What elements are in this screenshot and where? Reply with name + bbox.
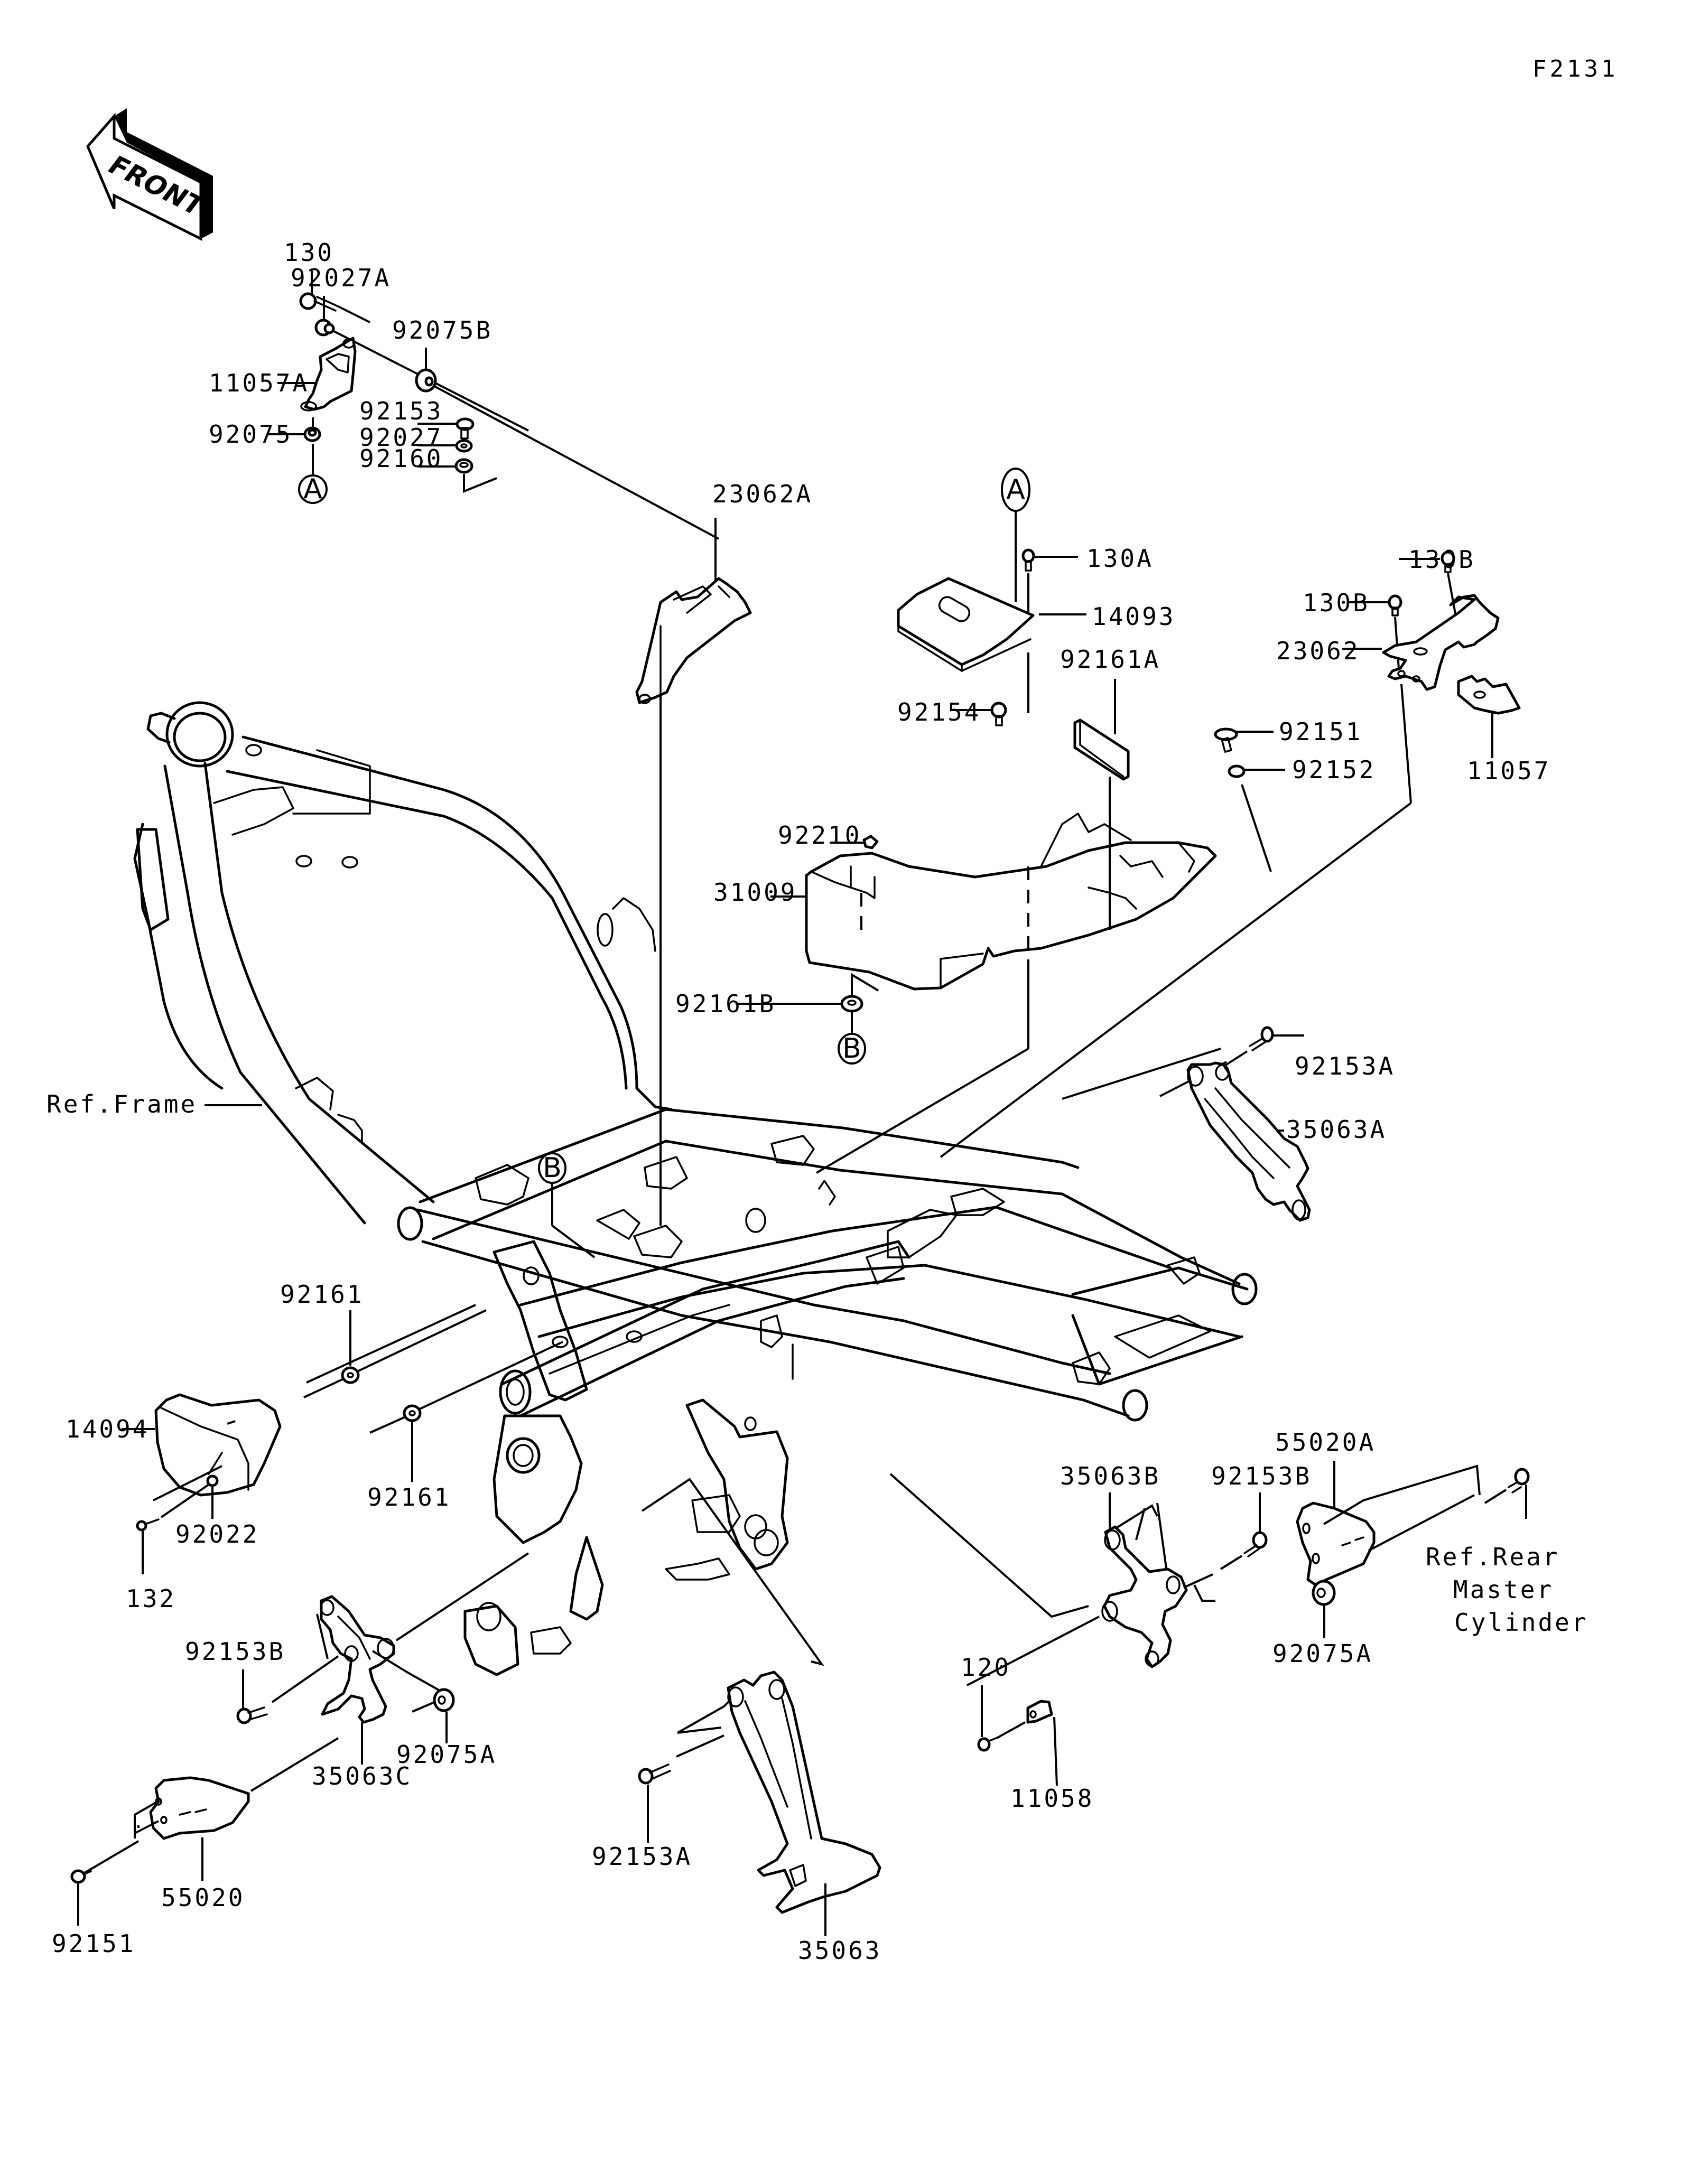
svg-text:B: B bbox=[543, 1152, 562, 1184]
bolt-130B-top-icon bbox=[1441, 550, 1455, 573]
callout-B-right: B bbox=[838, 1033, 866, 1065]
label-92027[interactable]: 92027 bbox=[359, 423, 443, 452]
bolt-92153A-top-icon bbox=[1249, 1026, 1274, 1051]
label-92153[interactable]: 92153 bbox=[359, 397, 443, 425]
cover-14094-icon bbox=[154, 1393, 282, 1497]
washer-92022-icon bbox=[206, 1474, 219, 1487]
bolt-92154-icon bbox=[990, 702, 1007, 726]
svg-text:B: B bbox=[842, 1033, 861, 1065]
bracket-23062-icon bbox=[1382, 594, 1500, 691]
figure-code: F2131 bbox=[1532, 55, 1618, 82]
footrest-bracket-35063C-icon bbox=[320, 1595, 395, 1724]
label-130A[interactable]: 130A bbox=[1086, 544, 1154, 573]
label-11058[interactable]: 11058 bbox=[1010, 1784, 1094, 1813]
bracket-11058-icon bbox=[1026, 1700, 1053, 1724]
plate-11057-icon bbox=[1457, 675, 1521, 715]
label-55020A[interactable]: 55020A bbox=[1275, 1428, 1376, 1457]
bolt-130B-mid-icon bbox=[1388, 594, 1402, 617]
label-92161A[interactable]: 92161A bbox=[1060, 645, 1160, 674]
nut-92152-icon bbox=[1228, 764, 1246, 778]
bolt-rear-master-cylinder-icon bbox=[1508, 1468, 1530, 1494]
grommet-92161-lower-icon bbox=[403, 1404, 422, 1422]
label-35063C[interactable]: 35063C bbox=[312, 1762, 412, 1790]
grommet-92075A-right-icon bbox=[1312, 1580, 1336, 1606]
bracket-23062A-icon bbox=[635, 577, 752, 704]
bolt-92153A-bottom-icon bbox=[638, 1763, 671, 1785]
nut-92210-icon bbox=[862, 835, 879, 850]
bolt-92153B-right-icon bbox=[1243, 1531, 1268, 1557]
bolt-92153B-left-icon bbox=[236, 1706, 268, 1724]
svg-text:Cylinder: Cylinder bbox=[1454, 1608, 1588, 1637]
grommet-92075A-left-icon bbox=[433, 1688, 455, 1712]
grommet-92075-icon bbox=[303, 426, 321, 442]
callout-B-left: B bbox=[538, 1152, 566, 1184]
label-92154[interactable]: 92154 bbox=[897, 698, 981, 726]
collar-92027A-icon bbox=[314, 319, 335, 337]
bolt-120-icon bbox=[977, 1737, 997, 1752]
grommet-92161B-icon bbox=[840, 995, 863, 1013]
bolt-130-icon bbox=[299, 292, 339, 312]
frame-ref-illustration bbox=[133, 701, 1258, 1676]
label-ref-frame[interactable]: Ref.Frame bbox=[47, 1090, 197, 1118]
label-92027A[interactable]: 92027A bbox=[291, 264, 391, 292]
passenger-bracket-35063-icon bbox=[727, 1670, 881, 1914]
pad-92161A-icon bbox=[1073, 718, 1130, 781]
label-92153B-left[interactable]: 92153B bbox=[185, 1637, 285, 1666]
footrest-bracket-35063B-icon bbox=[1101, 1525, 1188, 1668]
screw-92151-bottom-icon bbox=[70, 1869, 92, 1884]
heel-guard-55020A-icon bbox=[1296, 1501, 1376, 1586]
grommet-92075B-icon bbox=[415, 368, 437, 393]
label-92161-lower[interactable]: 92161 bbox=[367, 1483, 451, 1511]
label-92153A-top[interactable]: 92153A bbox=[1295, 1052, 1395, 1080]
label-120[interactable]: 120 bbox=[961, 1653, 1011, 1682]
label-92151-bottom[interactable]: 92151 bbox=[52, 1929, 135, 1958]
label-23062[interactable]: 23062 bbox=[1276, 637, 1360, 665]
front-direction-arrow-icon: FRONT bbox=[86, 108, 213, 241]
callout-A-left: A bbox=[298, 473, 328, 505]
svg-text:A: A bbox=[1006, 474, 1025, 506]
screw-92151-top-icon bbox=[1214, 727, 1238, 753]
label-55020[interactable]: 55020 bbox=[161, 1883, 245, 1912]
label-92151-top[interactable]: 92151 bbox=[1279, 717, 1362, 746]
grommet-92161-upper-icon bbox=[341, 1366, 360, 1384]
label-ref-rear-master-cylinder[interactable]: Ref.Rear Master Cylinder bbox=[1426, 1543, 1588, 1637]
label-35063[interactable]: 35063 bbox=[798, 1936, 881, 1965]
label-14093[interactable]: 14093 bbox=[1092, 602, 1175, 631]
label-92075A-right[interactable]: 92075A bbox=[1272, 1639, 1373, 1668]
label-31009[interactable]: 31009 bbox=[713, 878, 797, 907]
screw-92153-icon bbox=[456, 417, 475, 440]
label-23062A[interactable]: 23062A bbox=[712, 480, 813, 508]
heel-guard-55020-icon bbox=[149, 1776, 250, 1840]
bracket-11057A-icon bbox=[300, 337, 357, 412]
label-132[interactable]: 132 bbox=[126, 1584, 176, 1613]
label-35063B[interactable]: 35063B bbox=[1060, 1462, 1160, 1490]
label-92075A-left[interactable]: 92075A bbox=[396, 1740, 497, 1769]
label-92153B-right[interactable]: 92153B bbox=[1211, 1462, 1312, 1490]
bolt-132-icon bbox=[136, 1518, 160, 1532]
label-92161-upper[interactable]: 92161 bbox=[280, 1280, 364, 1309]
label-92075B[interactable]: 92075B bbox=[392, 316, 493, 344]
label-92153A-bottom[interactable]: 92153A bbox=[592, 1842, 692, 1871]
collar-92027-icon bbox=[455, 439, 473, 453]
label-35063A[interactable]: 35063A bbox=[1286, 1115, 1387, 1144]
label-92160[interactable]: 92160 bbox=[359, 444, 443, 473]
cover-14093-icon bbox=[897, 577, 1035, 672]
label-92210[interactable]: 92210 bbox=[778, 821, 861, 850]
callout-A-right: A bbox=[1001, 468, 1030, 602]
svg-text:Master: Master bbox=[1453, 1575, 1554, 1604]
label-130[interactable]: 130 bbox=[284, 238, 334, 267]
svg-text:Ref.Rear: Ref.Rear bbox=[1426, 1543, 1560, 1571]
passenger-bracket-35063A-icon bbox=[1186, 1061, 1311, 1222]
bolt-130A-icon bbox=[1021, 548, 1035, 572]
grommet-92160-icon bbox=[454, 458, 473, 474]
battery-tray-31009-icon bbox=[805, 813, 1217, 991]
label-92152[interactable]: 92152 bbox=[1292, 755, 1376, 784]
label-92022[interactable]: 92022 bbox=[175, 1520, 259, 1548]
label-11057[interactable]: 11057 bbox=[1467, 757, 1550, 785]
svg-text:A: A bbox=[303, 473, 322, 505]
